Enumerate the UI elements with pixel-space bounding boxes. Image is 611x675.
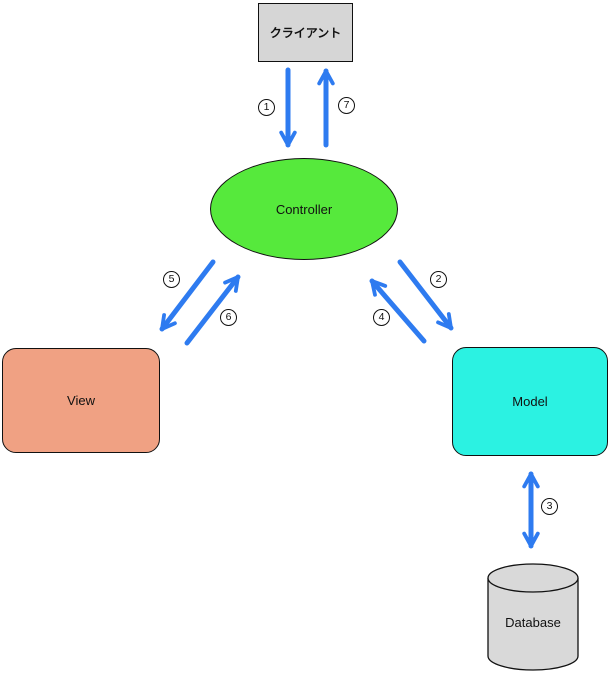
model-label: Model bbox=[512, 394, 548, 409]
step-badge-3: 3 bbox=[541, 498, 558, 515]
step-badge-4: 4 bbox=[373, 309, 390, 326]
model-node: Model bbox=[452, 347, 608, 456]
step-badge-2: 2 bbox=[430, 271, 447, 288]
step-badge-6: 6 bbox=[220, 309, 237, 326]
view-label: View bbox=[67, 393, 95, 408]
arrow-controller-to-view bbox=[159, 259, 216, 332]
controller-label: Controller bbox=[275, 201, 333, 217]
client-label: クライアント bbox=[269, 26, 342, 40]
step-badge-1: 1 bbox=[258, 99, 275, 116]
controller-node: Controller bbox=[210, 158, 398, 260]
arrow-controller-to-model bbox=[397, 259, 454, 331]
step-badge-7: 7 bbox=[338, 97, 355, 114]
client-node: クライアント bbox=[258, 3, 353, 62]
step-badge-5: 5 bbox=[163, 271, 180, 288]
view-node: View bbox=[2, 348, 160, 453]
arrow-view-to-controller bbox=[184, 274, 241, 346]
database-cylinder bbox=[487, 563, 579, 671]
arrow-model-to-controller bbox=[369, 278, 427, 344]
database-label: Database bbox=[505, 614, 561, 630]
